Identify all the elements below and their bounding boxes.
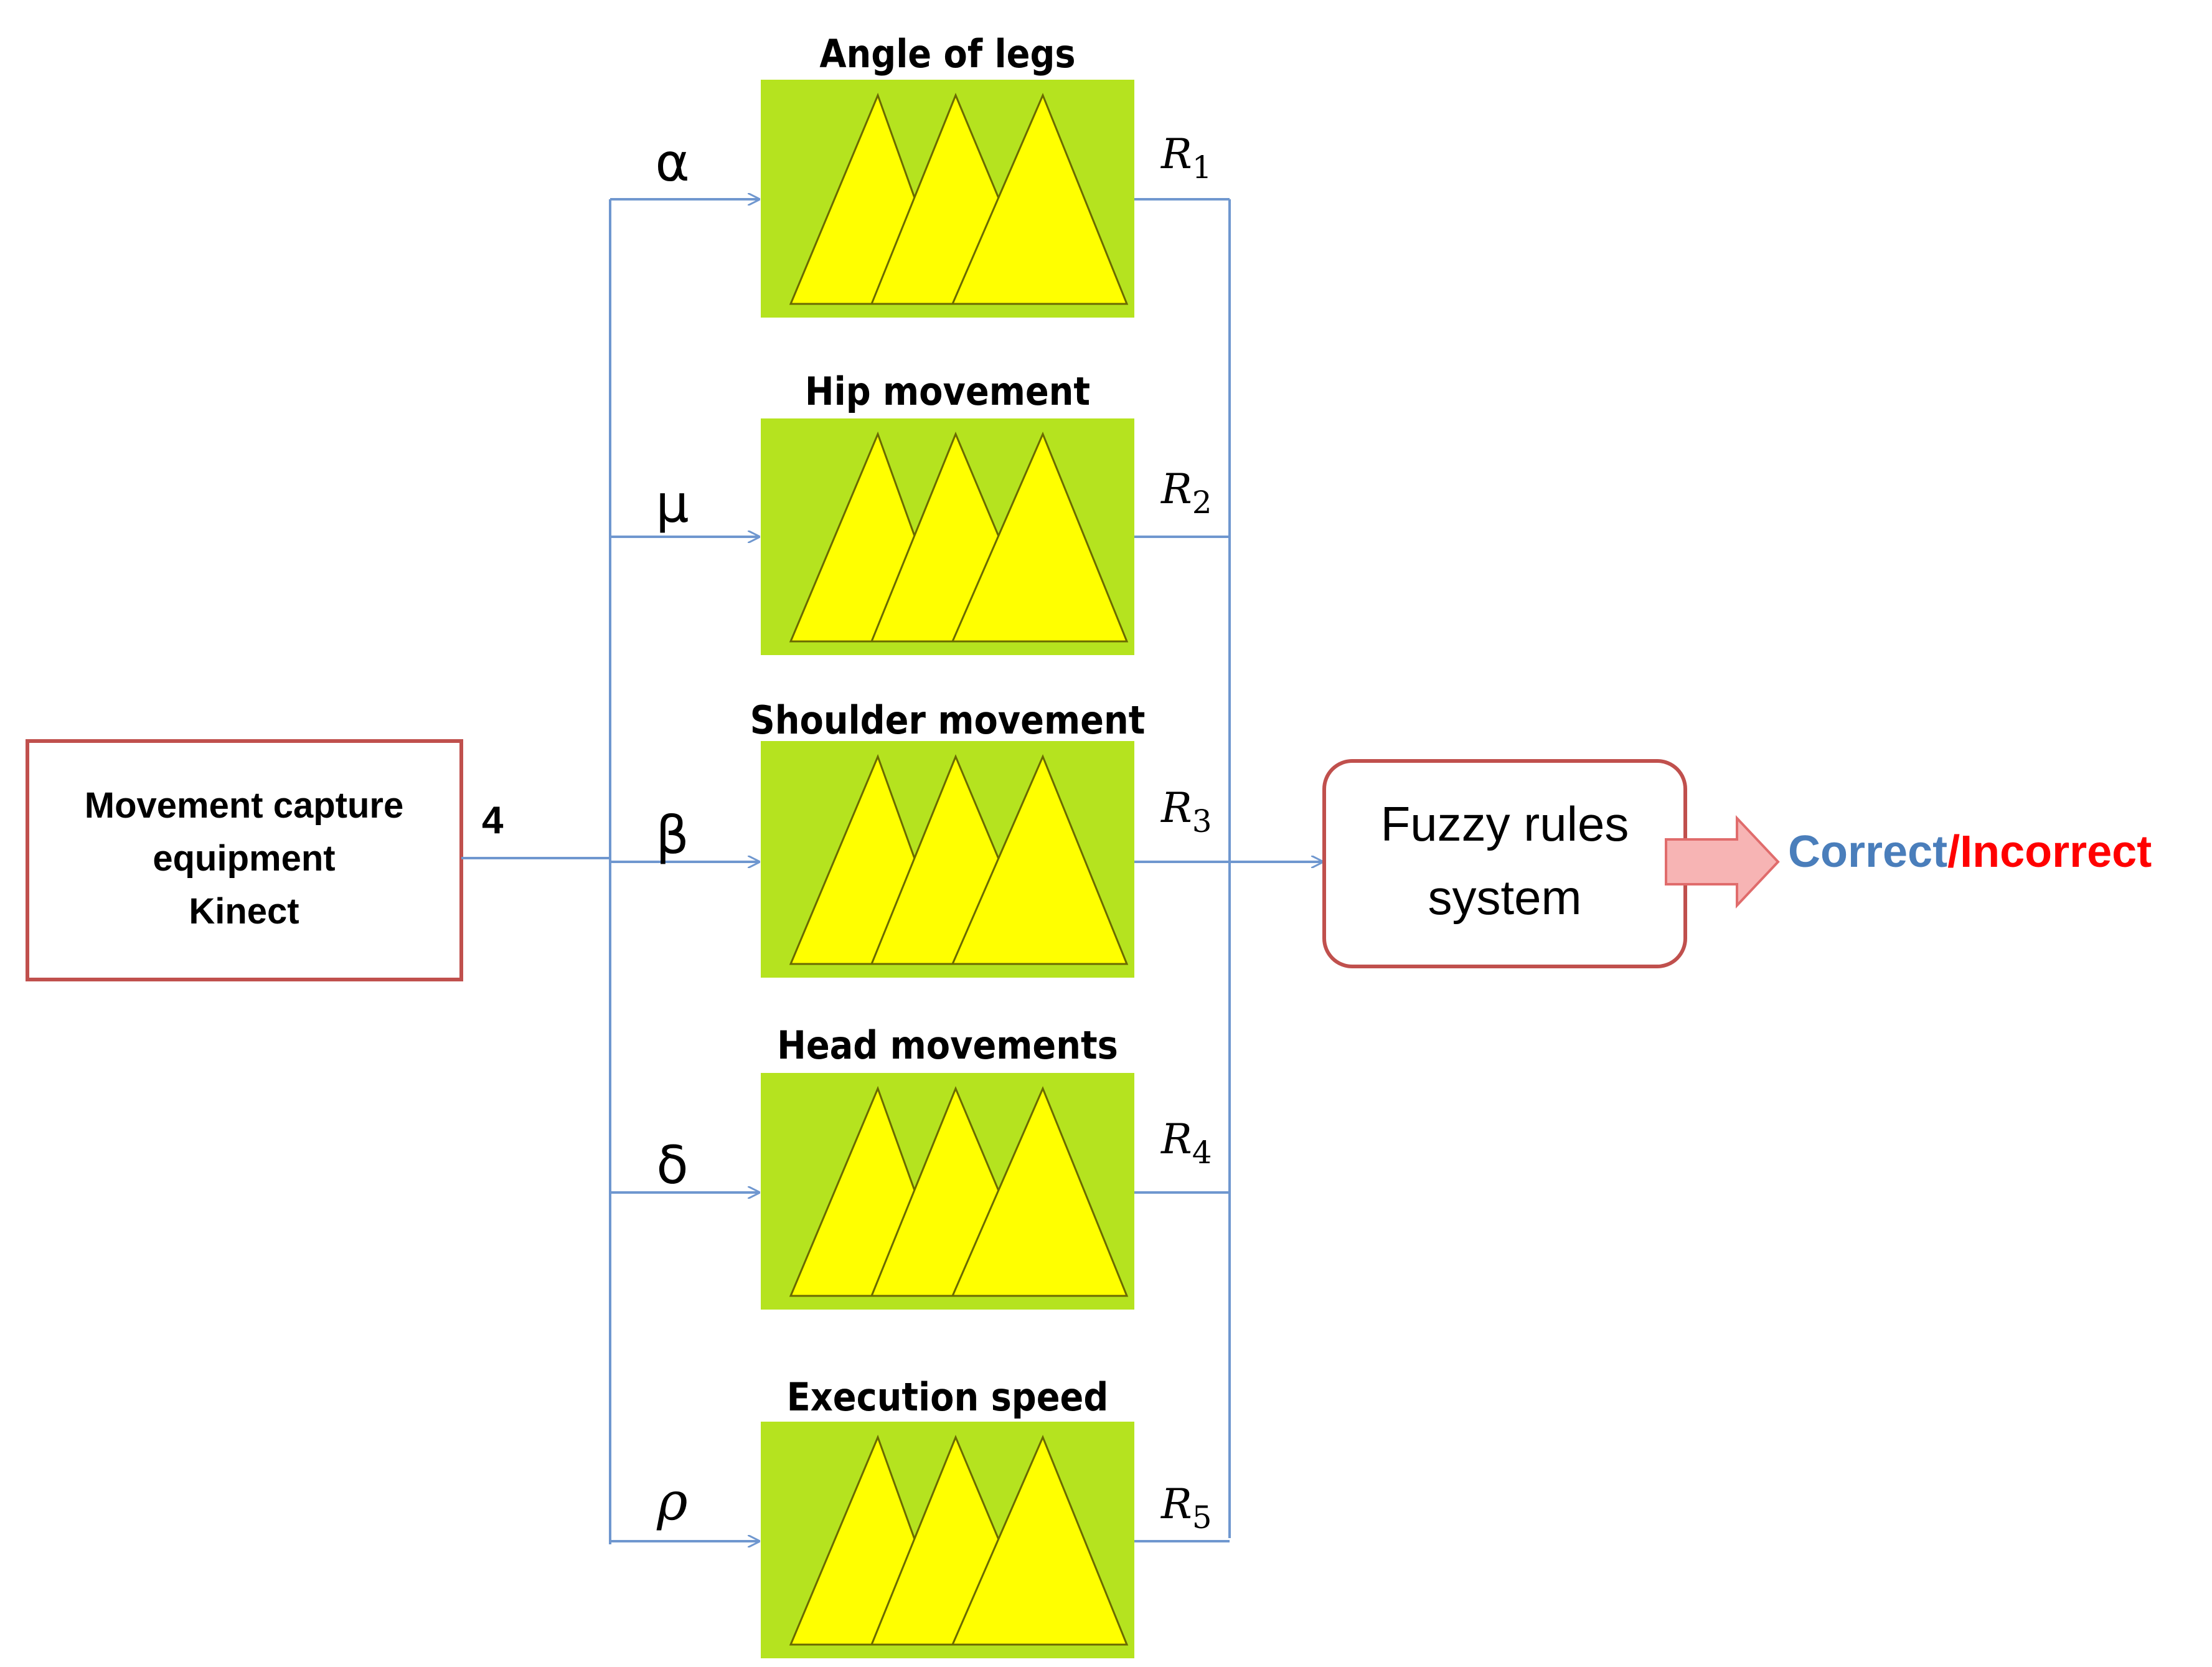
result-separator: /: [1947, 827, 1960, 877]
result-text: Correct/Incorrect: [1788, 827, 2152, 877]
input-label: μ: [656, 473, 689, 534]
block-title: Execution speed: [787, 1374, 1109, 1420]
membership-triangle-3: [951, 93, 1129, 305]
input-label: β: [656, 805, 689, 866]
source-output-label: 4: [482, 799, 504, 842]
fuzzy-block-5: Execution speed ρ R5: [610, 1374, 1230, 1658]
membership-triangle-3: [951, 1435, 1129, 1646]
input-label: α: [655, 132, 689, 193]
membership-triangle-3: [951, 1086, 1129, 1297]
source-line-3: Kinect: [189, 891, 299, 932]
rules-box: Fuzzy rules system: [1322, 759, 1687, 968]
fuzzy-block-4: Head movements δ R4: [610, 1022, 1230, 1310]
source-box: Movement capture equipment Kinect: [26, 739, 463, 981]
block-title: Shoulder movement: [750, 697, 1146, 743]
membership-triangle-3: [951, 432, 1129, 643]
membership-triangle-3: [951, 754, 1129, 965]
output-label: R5: [1160, 1480, 1212, 1536]
source-line-1: Movement capture: [85, 785, 403, 826]
input-label: ρ: [656, 1471, 687, 1532]
source-line-2: equipment: [153, 838, 335, 879]
result-incorrect: Incorrect: [1960, 827, 2152, 877]
output-label: R3: [1160, 784, 1212, 839]
input-label: δ: [656, 1135, 688, 1196]
output-label: R4: [1160, 1115, 1212, 1171]
fuzzy-block-2: Hip movement μ R2: [610, 369, 1230, 655]
result-arrow-icon: [1665, 815, 1780, 909]
result-correct: Correct: [1788, 827, 1947, 877]
fuzzy-block-1: Angle of legs α R1: [610, 31, 1230, 318]
fuzzy-block-3: Shoulder movement β R3: [610, 697, 1230, 978]
rules-line-2: system: [1428, 870, 1581, 925]
block-title: Angle of legs: [819, 31, 1075, 77]
block-title: Head movements: [777, 1022, 1118, 1068]
output-label: R2: [1160, 465, 1212, 521]
rules-line-1: Fuzzy rules: [1381, 796, 1629, 851]
output-label: R1: [1160, 130, 1212, 186]
block-title: Hip movement: [805, 369, 1090, 414]
